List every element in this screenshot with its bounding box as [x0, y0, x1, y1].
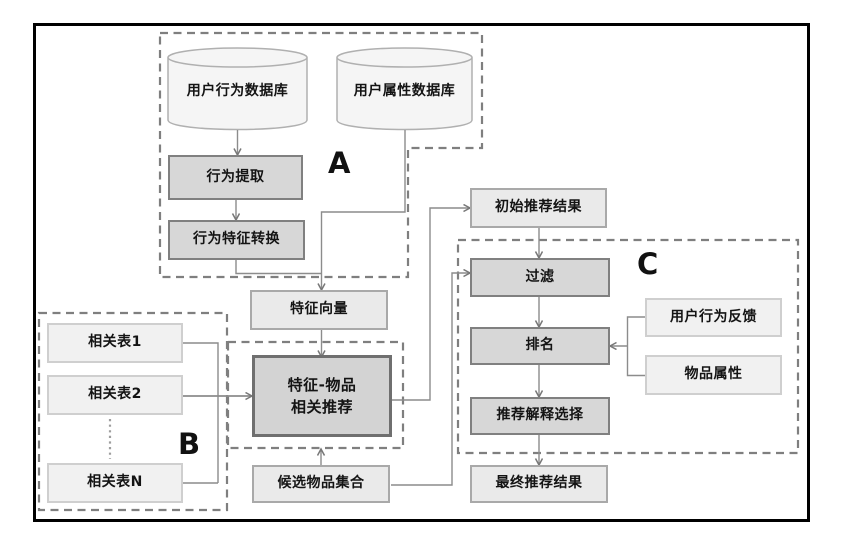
node-final-result: 最终推荐结果: [470, 465, 608, 503]
node-user-attribute-db-label: 用户属性数据库: [353, 83, 456, 99]
node-candidate-items: 候选物品集合: [252, 465, 390, 503]
edge-recommender-to-initialresult: [390, 208, 470, 401]
group-label-b: B: [178, 427, 201, 461]
cylinder-user-attribute-db-top: [336, 47, 473, 68]
edge-table1-collector: [183, 342, 219, 483]
node-feature-vector: 特征向量: [250, 290, 388, 330]
cylinder-user-attribute-db: [336, 57, 473, 131]
node-behavior-feature-convert: 行为特征转换: [168, 220, 305, 260]
diagram-frame: [33, 23, 810, 522]
node-feature-item-recommender-line2: 相关推荐: [290, 398, 353, 416]
cylinder-user-behavior-db: [167, 57, 308, 131]
node-related-table-1: 相关表1: [47, 323, 183, 363]
node-rank: 排名: [470, 327, 610, 365]
node-filter: 过滤: [470, 258, 610, 297]
edge-candidates-to-filter: [391, 273, 470, 486]
node-explain-select: 推荐解释选择: [470, 397, 610, 435]
cylinder-user-behavior-db-top: [167, 47, 308, 68]
node-feature-item-recommender: 特征-物品 相关推荐: [252, 355, 392, 437]
group-label-c: C: [637, 247, 659, 281]
node-feature-item-recommender-line1: 特征-物品: [287, 375, 357, 394]
node-related-table-n: 相关表N: [47, 463, 183, 503]
edge-attributedb-to-featurevector: [322, 130, 406, 290]
region-c-outline: [456, 238, 800, 455]
node-user-behavior-db-label: 用户行为数据库: [186, 83, 289, 99]
edge-feedback-attrs-bracket: [626, 316, 645, 377]
node-behavior-extract: 行为提取: [168, 155, 303, 200]
node-initial-result: 初始推荐结果: [470, 188, 607, 228]
edge-convert-to-featurevector: [235, 260, 322, 275]
node-user-feedback: 用户行为反馈: [645, 298, 782, 337]
node-item-attributes: 物品属性: [645, 355, 782, 395]
group-label-a: A: [328, 146, 351, 180]
region-recommender-outline: [226, 340, 405, 450]
node-related-table-2: 相关表2: [47, 375, 183, 415]
